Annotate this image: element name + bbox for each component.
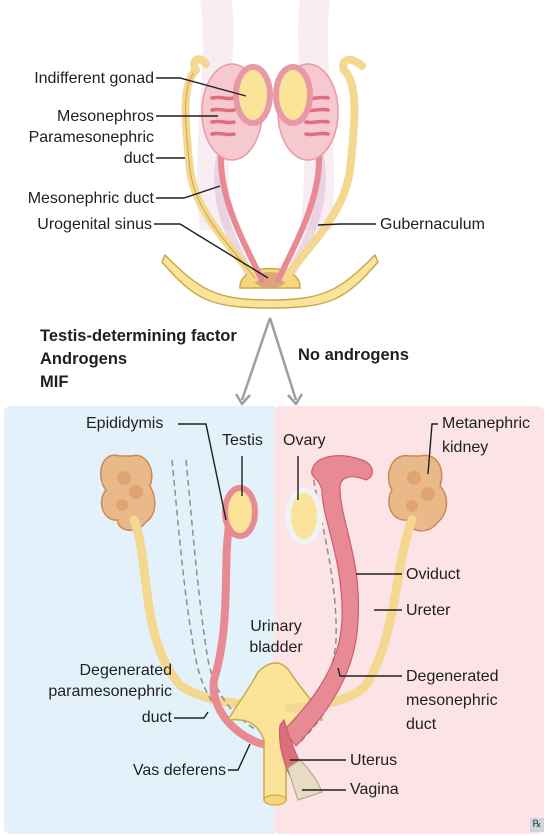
label-no-androgens: No androgens — [298, 345, 409, 366]
branch-arrows — [236, 318, 302, 404]
label-vagina: Vagina — [350, 779, 399, 800]
gonad-right — [276, 67, 310, 123]
ovary-shape — [288, 490, 320, 542]
label-degenerated-paramesonephric-line2: paramesonephric — [20, 681, 172, 702]
label-testis: Testis — [222, 430, 263, 451]
label-urinary-bladder-line1: Urinary — [244, 616, 308, 637]
label-degenerated-mesonephric-line2: mesonephric — [406, 690, 498, 711]
label-ureter: Ureter — [406, 600, 450, 621]
label-epididymis: Epididymis — [86, 413, 163, 434]
label-metanephric-kidney-line1: Metanephric — [442, 413, 530, 434]
label-urogenital-sinus: Urogenital sinus — [4, 214, 152, 235]
label-gubernaculum: Gubernaculum — [380, 214, 485, 235]
label-degenerated-mesonephric-line3: duct — [406, 714, 436, 735]
label-mesonephros: Mesonephros — [4, 106, 154, 127]
label-testis-determining-factor: Testis-determining factor — [40, 326, 237, 347]
label-androgens: Androgens — [40, 349, 127, 370]
label-paramesonephric-duct-line2: duct — [4, 148, 154, 169]
label-vas-deferens: Vas deferens — [60, 760, 226, 781]
testis-shape — [225, 488, 255, 536]
label-degenerated-paramesonephric-line1: Degenerated — [20, 660, 172, 681]
label-uterus: Uterus — [350, 750, 397, 771]
label-oviduct: Oviduct — [406, 564, 460, 585]
label-degenerated-paramesonephric-line3: duct — [20, 707, 172, 728]
label-urinary-bladder-line2: bladder — [244, 637, 308, 658]
label-metanephric-kidney-line2: kidney — [442, 437, 488, 458]
rx-badge-icon: ℞ — [530, 818, 544, 832]
label-mesonephric-duct: Mesonephric duct — [4, 188, 154, 209]
label-ovary: Ovary — [283, 430, 326, 451]
indifferent-stage-illustration — [162, 0, 378, 308]
label-mif: MIF — [40, 372, 68, 393]
label-indifferent-gonad: Indifferent gonad — [4, 68, 154, 89]
label-degenerated-mesonephric-line1: Degenerated — [406, 666, 499, 687]
label-paramesonephric-duct-line1: Paramesonephric — [4, 127, 154, 148]
